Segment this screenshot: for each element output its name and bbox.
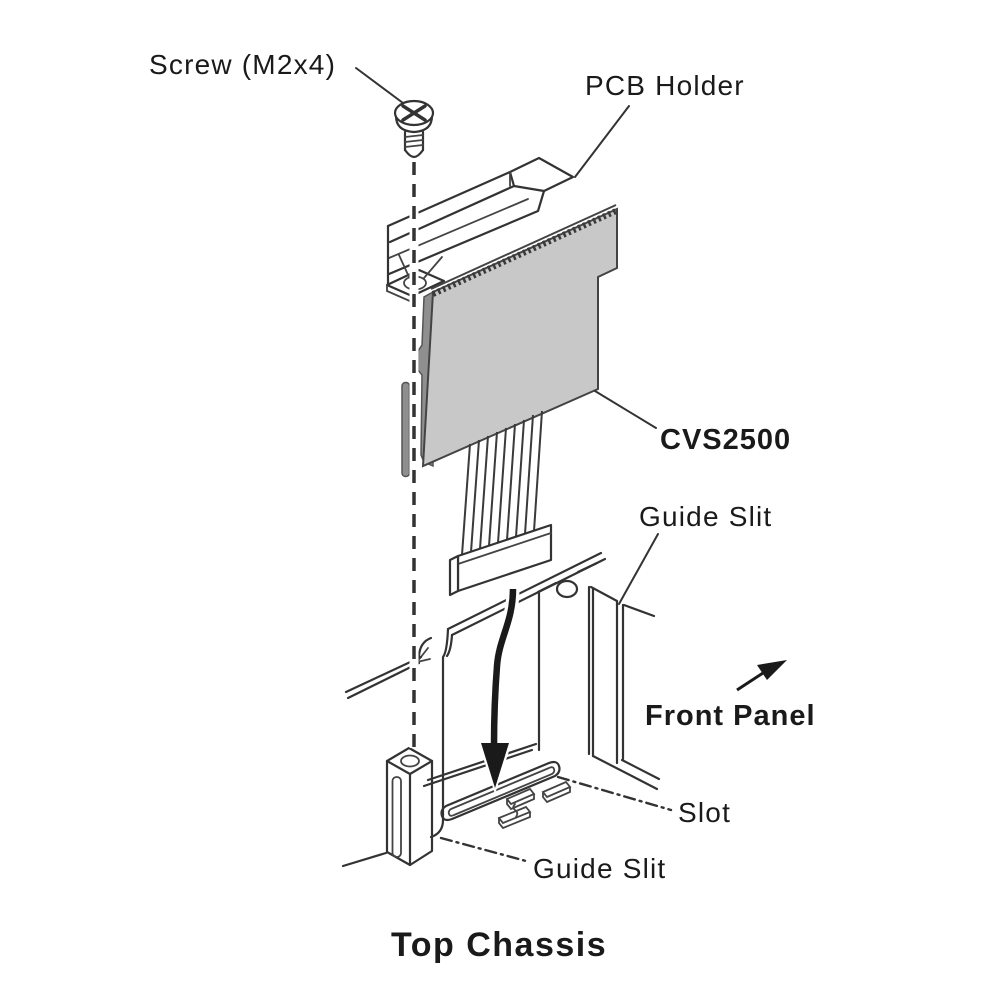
screw-phillips-cross	[401, 104, 427, 122]
guide-post-right-face	[408, 759, 434, 867]
panel-top-edge-b	[576, 561, 599, 574]
guide-slit-right-leader-line	[618, 533, 659, 605]
front-panel-label: Front Panel	[645, 700, 816, 732]
ribbon-wire	[479, 435, 489, 550]
chassis-top-edge-left-outer	[344, 655, 423, 694]
chassis-top-edge-left-inner	[346, 661, 421, 700]
floor-right-edge-a	[591, 754, 659, 791]
holder-top-front-edge	[388, 184, 516, 244]
pcb-holder-label: PCB Holder	[585, 70, 745, 101]
guide-slit-left-shape	[391, 776, 402, 858]
guide-post	[385, 746, 434, 867]
ribbon-wire	[533, 410, 543, 532]
guide-slit-bottom-leader-line	[439, 836, 528, 863]
chassis-notch-tab	[417, 636, 433, 658]
slot-label: Slot	[678, 797, 731, 828]
insert-arrow-shaft	[490, 588, 517, 747]
right-wall-top-edge	[622, 603, 656, 618]
chassis-hole	[555, 579, 579, 599]
insert-arrowhead	[481, 743, 509, 788]
chassis-top-edge-outer	[446, 551, 603, 631]
pcb-body	[421, 207, 618, 468]
guide-post-hole	[400, 754, 420, 768]
connector-end-cap	[448, 554, 460, 597]
top-chassis-title: Top Chassis	[391, 926, 607, 964]
slot-leader-line	[556, 775, 673, 812]
cable-connector	[448, 523, 553, 597]
pcb-top-edge-line	[430, 204, 617, 290]
front-panel-arrowhead	[757, 660, 787, 680]
ribbon-wire	[524, 414, 534, 535]
guide-slit-bottom-label: Guide Slit	[533, 853, 666, 884]
holder-flange-funnel	[398, 254, 443, 279]
holder-end-tab	[508, 156, 575, 193]
guide-slit-right-label: Guide Slit	[639, 501, 772, 532]
screw-leader-line	[355, 67, 404, 104]
holder-top-back-edge	[386, 170, 512, 228]
ribbon-wire	[461, 443, 471, 556]
small-slot-1-depth	[506, 793, 535, 811]
right-fold-top	[589, 585, 619, 603]
holder-bottom-edge	[387, 189, 546, 276]
cvs2500-leader-line	[594, 390, 657, 429]
pcb-slot-inner	[447, 766, 556, 817]
pcb-holder-leader-line	[574, 105, 630, 178]
floor-right-edge-b	[620, 758, 661, 781]
front-panel-arrow	[736, 660, 787, 692]
screw-threads	[404, 134, 424, 148]
ribbon-wire	[488, 431, 498, 547]
slot-link	[512, 803, 519, 818]
floor-bend-b	[422, 748, 534, 788]
screw-tip	[403, 148, 425, 159]
pcb-top-edge-hatch	[431, 208, 618, 297]
panel-top-edge-a	[536, 581, 558, 594]
pcb-edge-connector-bar	[401, 381, 411, 478]
guide-post-left-face	[385, 759, 412, 867]
ribbon-wire	[506, 423, 516, 541]
screw-head-side	[394, 114, 434, 134]
small-slot-2-depth	[542, 786, 571, 804]
connector-top-line	[457, 532, 552, 565]
top-chassis-shape	[341, 551, 661, 868]
screw-label: Screw (M2x4)	[149, 49, 336, 80]
pcb-board-shape	[401, 204, 618, 478]
ribbon-cable	[461, 410, 543, 556]
ribbon-wire	[515, 419, 525, 538]
small-slot-3-depth	[498, 811, 531, 830]
small-slot-2	[541, 780, 572, 799]
chassis-floor-left-edge	[341, 851, 388, 868]
chassis-opening-left-edge	[429, 627, 450, 839]
screw-icon	[393, 99, 435, 159]
pcb-slot-outer	[440, 760, 561, 822]
ribbon-wire	[470, 439, 480, 553]
chassis-notch-inner	[445, 633, 454, 658]
insert-arrow	[477, 588, 520, 794]
ribbon-wire	[497, 427, 507, 544]
guide-post-top	[385, 746, 434, 776]
floor-bend-a	[426, 742, 538, 782]
front-panel-arrow-shaft	[736, 671, 764, 692]
cvs2500-label: CVS2500	[660, 424, 791, 456]
